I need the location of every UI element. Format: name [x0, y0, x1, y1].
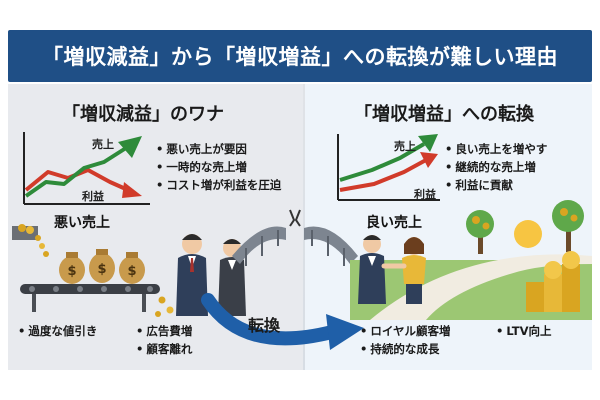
right-chart-caption: 良い売上: [366, 215, 422, 231]
businesswoman-figure: [402, 237, 426, 304]
left-bottom-list-b: 広告費増 顧客離れ: [136, 322, 192, 358]
left-bullet-list: 悪い売上が要因 一時的な売上増 コスト増が利益を圧迫: [156, 140, 281, 194]
list-item: コスト増が利益を圧迫: [156, 176, 281, 194]
falling-coins: [12, 224, 49, 257]
worried-businessmen: [176, 234, 246, 316]
money-tree-icon: [552, 200, 584, 252]
left-profit-arrowhead: [122, 182, 142, 198]
conveyor-belt: [20, 284, 160, 294]
transition-arrow: [201, 293, 364, 350]
list-item: 過度な値引き: [18, 322, 97, 340]
svg-text:$: $: [97, 262, 106, 277]
money-bag-icon: $: [59, 252, 85, 284]
right-bullet-list: 良い売上を増やす 継続的な売上増 利益に貢献: [445, 140, 547, 194]
left-profit-label: 利益: [82, 190, 104, 203]
right-sales-arrowhead: [418, 134, 438, 152]
left-sales-line: [24, 146, 128, 198]
list-item: ロイヤル顧客増: [360, 322, 450, 340]
right-heading: 「増収増益」への転換: [354, 104, 534, 125]
businessman-figure: [358, 235, 386, 304]
businessman-figure: [176, 234, 208, 316]
money-bag-icon: $: [119, 252, 145, 284]
right-bottom-list-a: ロイヤル顧客増 持続的な成長: [360, 322, 451, 358]
right-profit-label: 利益: [414, 188, 436, 201]
money-bag-icon: $: [89, 249, 115, 283]
list-item: 持続的な成長: [360, 340, 451, 358]
broken-bridge-icon: [232, 209, 358, 266]
left-chart-caption: 悪い売上: [54, 215, 110, 231]
svg-text:$: $: [67, 264, 76, 279]
list-item: 利益に貢献: [445, 176, 547, 194]
right-profit-arrowhead: [420, 152, 438, 168]
list-item: LTV向上: [496, 322, 551, 340]
winding-path: [370, 254, 592, 320]
money-tree-icon: [466, 210, 494, 254]
right-bottom-list-b: LTV向上: [496, 322, 551, 340]
left-sales-label: 売上: [92, 138, 114, 151]
growth-landscape: [350, 200, 592, 320]
list-item: 継続的な売上増: [445, 158, 547, 176]
left-sales-arrowhead: [118, 136, 142, 158]
list-item: 良い売上を増やす: [445, 140, 547, 158]
svg-text:$: $: [127, 264, 136, 279]
left-trend-chart: [23, 132, 150, 205]
list-item: 悪い売上が要因: [156, 140, 281, 158]
left-bottom-list-a: 過度な値引き: [18, 322, 97, 340]
right-sales-line: [339, 142, 426, 182]
left-heading: 「増収減益」のワナ: [62, 104, 224, 125]
right-profit-line: [339, 158, 427, 192]
page-title-text: 「増収減益」から「増収増益」への転換が難しい理由: [42, 45, 558, 69]
panel-divider: [303, 84, 305, 370]
page-title: 「増収減益」から「増収増益」への転換が難しい理由: [8, 30, 592, 82]
list-item: 一時的な売上増: [156, 158, 281, 176]
conveyor-illustration: $ $ $: [12, 224, 174, 317]
right-trend-chart: [337, 134, 440, 201]
sun-icon: [514, 220, 542, 248]
right-sales-label: 売上: [394, 140, 416, 153]
transition-label: 転換: [248, 316, 281, 335]
list-item: 顧客離れ: [136, 340, 192, 358]
coin-stack-icon: [526, 251, 580, 312]
list-item: 広告費増: [136, 322, 192, 340]
